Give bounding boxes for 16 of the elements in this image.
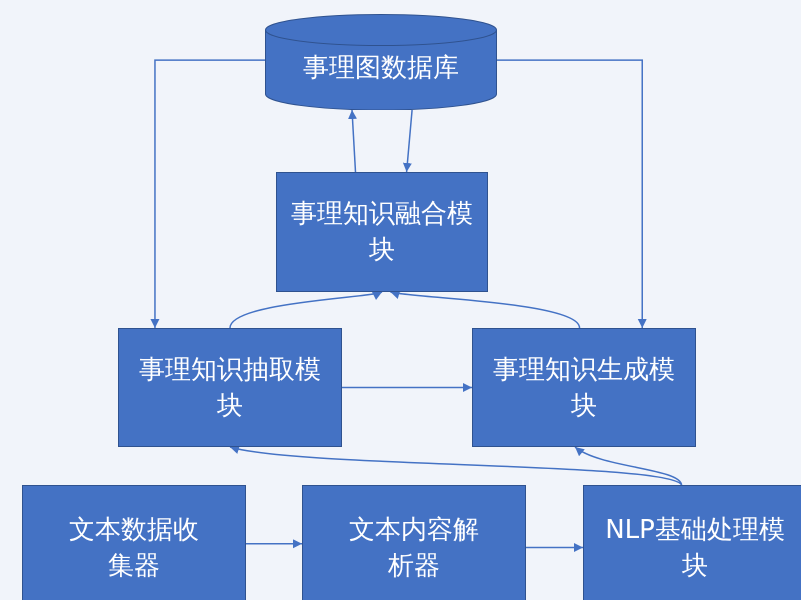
module-box: 文本数据收集器 [22, 485, 246, 600]
arrow [497, 59, 647, 328]
arrow [342, 383, 472, 392]
module-box: 文本内容解析器 [302, 485, 526, 600]
arrow [526, 543, 583, 552]
database-cylinder: 事理图数据库 [265, 14, 497, 110]
arrow [246, 539, 302, 548]
module-box: 事理知识生成模块 [472, 328, 696, 447]
arrow [574, 446, 682, 486]
arrow [402, 110, 413, 172]
module-box: 事理知识融合模块 [276, 172, 488, 292]
module-box: NLP基础处理模块 [583, 485, 801, 600]
arrow [348, 110, 357, 172]
arrow [150, 59, 265, 328]
arrow [229, 290, 382, 328]
module-box: 事理知识抽取模块 [118, 328, 342, 447]
